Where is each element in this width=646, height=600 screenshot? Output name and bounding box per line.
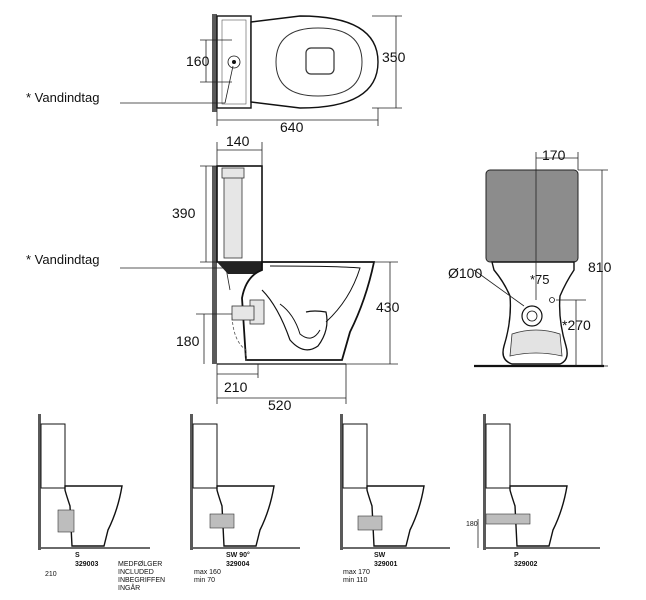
side-inlet-label: * Vandindtag — [26, 252, 100, 267]
front-dim-pipe: Ø100 — [448, 265, 482, 281]
variant-s-note-3: INBEGRIFFEN — [118, 577, 165, 584]
side-dim-outlet-height: 180 — [176, 333, 200, 349]
variant-p-type: P — [514, 552, 519, 559]
variant-s-type: S — [75, 552, 80, 559]
side-dim-depth: 520 — [268, 397, 292, 413]
variant-sw90-code: 329004 — [226, 561, 249, 568]
side-wall — [212, 166, 217, 364]
side-dim-tank-height: 390 — [172, 205, 196, 221]
top-inlet-label: * Vandindtag — [26, 90, 100, 105]
variant-s-code: 329003 — [75, 561, 98, 568]
front-dim-total-height: 810 — [588, 259, 612, 275]
variant-sw-range-min: min 110 — [343, 577, 367, 584]
top-dim-inlet: 160 — [186, 53, 210, 69]
side-dim-tank-width: 140 — [226, 133, 250, 149]
variant-p-code: 329002 — [514, 561, 537, 568]
front-dim-inlet-height: *270 — [562, 317, 591, 333]
top-wall — [212, 14, 217, 112]
variant-s-note-4: INGÅR — [118, 583, 140, 592]
top-dim-width: 640 — [280, 119, 304, 135]
variant-p-extra-dim: 180 — [466, 521, 478, 528]
variant-sw90: SW 90° 329004 max 160 min 70 — [190, 414, 300, 584]
top-bowl — [250, 15, 379, 109]
variant-sw: SW 329001 max 170 min 110 — [340, 414, 450, 584]
side-dim-outlet-offset: 210 — [224, 379, 248, 395]
variant-sw90-type: SW 90° — [226, 551, 250, 559]
variant-sw-code: 329001 — [374, 561, 397, 568]
variant-s-extra-dim: 210 — [45, 571, 57, 578]
variant-sw-type: SW — [374, 552, 386, 559]
front-dim-width: 170 — [542, 147, 566, 163]
variant-s-note-2: INCLUDED — [118, 569, 154, 576]
top-dim-height: 350 — [382, 49, 406, 65]
variant-p: 180 P 329002 — [466, 414, 600, 568]
front-view: 170 Ø100 *75 810 *270 — [448, 147, 612, 368]
top-view: 160 350 640 * Vandindtag — [26, 14, 406, 135]
variant-s-note-1: MEDFØLGER — [118, 561, 162, 568]
variant-sw90-range-min: min 70 — [194, 577, 215, 584]
front-dim-inlet-offset: *75 — [530, 272, 550, 287]
side-view: 140 390 430 180 210 520 * Vandindtag — [26, 133, 400, 413]
variant-sw-range-max: max 170 — [343, 569, 370, 576]
variant-sw90-range-max: max 160 — [194, 569, 221, 576]
front-tank — [485, 169, 579, 263]
side-dim-bowl-height: 430 — [376, 299, 400, 315]
variant-s: 210 S 329003 MEDFØLGER INCLUDED INBEGRIF… — [38, 414, 165, 592]
